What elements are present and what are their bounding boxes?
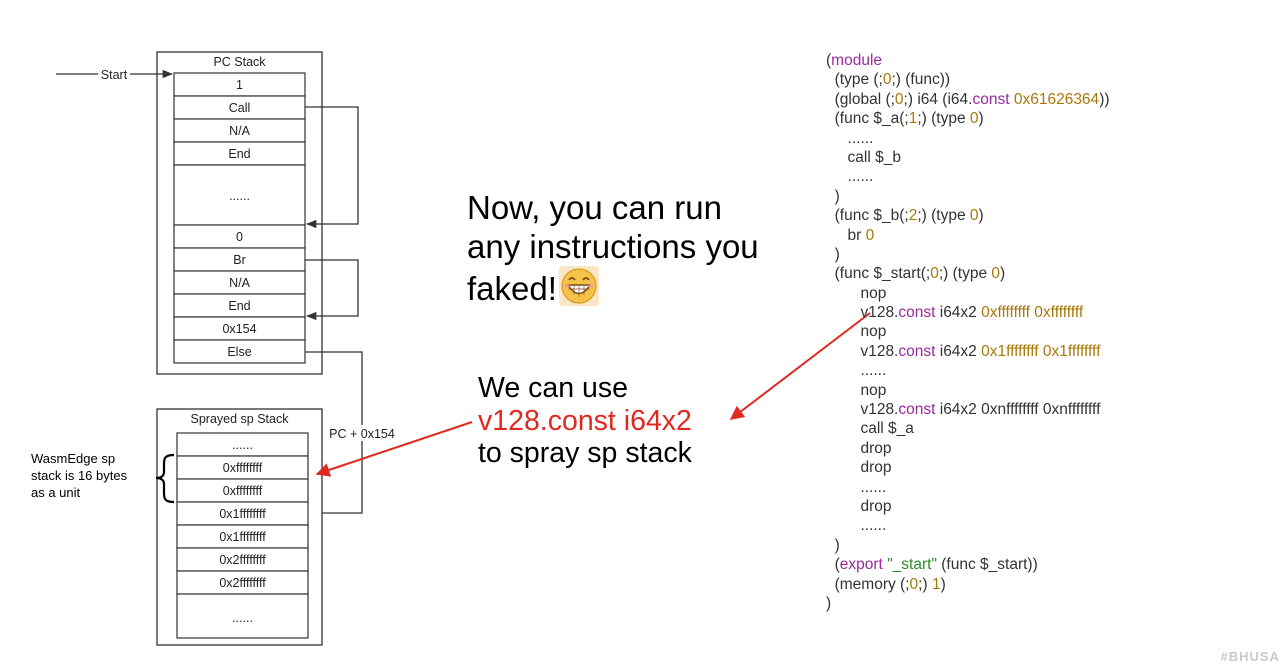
pc-stack-cell: N/A [173,270,306,295]
code-line: ...... [826,168,874,186]
sp-cell-text: 0x1ffffffff [219,530,266,544]
code-line: drop [826,459,892,477]
code-line: (type (;0;) (func)) [826,71,951,89]
code-line: drop [826,439,892,457]
code-line: ) [826,536,840,554]
sp-cell-text: 0xffffffff [223,484,263,498]
code-line: v128.const i64x2 0x1ffffffff 0x1ffffffff [826,342,1101,360]
code-line: v128.const i64x2 0xffffffff 0xffffffff [826,304,1084,322]
pc-cell-text: End [228,299,250,313]
conference-watermark: #BHUSA [1220,649,1280,664]
code-line: ...... [826,129,874,147]
code-line: (memory (;0;) 1) [826,575,946,593]
code-line: ) [826,594,832,612]
pc-stack-cell: End [173,293,306,318]
code-line: v128.const i64x2 0xnffffffff 0xnffffffff [826,401,1101,419]
sp-cell-text: 0x2ffffffff [219,576,266,590]
spray-note: We can use v128.const i64x2 to spray sp … [478,372,778,470]
pc-cell-text: N/A [229,276,251,290]
code-line: nop [826,284,887,302]
pc-stack: PC Stack 1 Call N/A End ...... 0 Br [156,51,323,375]
code-line: (global (;0;) i64 (i64.const 0x61626364)… [826,90,1110,108]
headline-line-last: faked! [467,266,807,309]
code-line: ) [826,187,840,205]
sp-stack-cell: 0xffffffff [176,478,309,503]
pc-stack-cell: 0x154 [173,316,306,341]
code-line: (func $_b(;2;) (type 0) [826,207,984,225]
code-line: drop [826,497,892,515]
code-line: ...... [826,478,887,496]
unit-brace [155,453,175,504]
code-line: nop [826,381,887,399]
start-arrow: Start [56,67,174,82]
spray-line: to spray sp stack [478,437,692,469]
pc-stack-cell: End [173,141,306,166]
pc-stack-cell: Call [173,95,306,120]
pc-stack-cell: Br [173,247,306,272]
pc-stack-title: PC Stack [213,55,266,69]
pc-cell-text: Br [233,253,246,267]
headline-line: any instructions you [467,227,759,265]
sp-cell-text: ...... [232,438,253,452]
pc-stack-cell: 1 [173,72,306,97]
sp-note-line: as a unit [31,485,81,500]
pc-cell-text: End [228,147,250,161]
sp-unit-note: WasmEdge sp stack is 16 bytes as a unit [31,451,128,500]
code-line: br 0 [826,226,875,244]
sp-cell-text: ...... [232,611,253,625]
pc-cell-text: ...... [229,189,250,203]
pc-cell-text: Else [227,345,251,359]
spray-instruction: v128.const i64x2 [478,404,692,437]
code-to-note-arrow [729,312,871,420]
sp-stack-cell: ...... [176,432,309,457]
code-line: ...... [826,517,887,535]
pc-cell-text: 1 [236,78,243,92]
sp-cell-text: 0xffffffff [223,461,263,475]
headline-line: Now, you can run [467,189,722,226]
code-line: call $_b [826,148,901,166]
grinning-face-icon [558,266,599,306]
sprayed-sp-stack: Sprayed sp Stack ...... 0xffffffff 0xfff… [156,408,323,646]
code-line: (func $_a(;1;) (type 0) [826,110,984,128]
headline-line: faked! [467,270,557,307]
sp-stack-cell: 0x2ffffffff [176,570,309,595]
br-jump-arrow [305,259,359,321]
pc-cell-text: 0x154 [222,322,256,336]
code-line: call $_a [826,420,914,438]
sp-stack-title: Sprayed sp Stack [191,412,290,426]
code-line: (module [826,52,883,69]
pc-stack-cell: ...... [173,164,306,226]
spray-to-stack-arrow [315,421,473,477]
code-line: ...... [826,362,887,380]
headline: Now, you can run any instructions you fa… [467,189,807,309]
code-line: (func $_start(;0;) (type 0) [826,265,1006,283]
code-line: (export "_start" (func $_start)) [826,556,1038,574]
sp-note-line: WasmEdge sp [31,451,115,466]
sp-stack-cell: 0xffffffff [176,455,309,480]
pc-cell-text: N/A [229,124,251,138]
pc-stack-cell: Else [173,339,306,364]
sp-stack-cell: 0x1ffffffff [176,501,309,526]
start-label: Start [101,68,128,82]
sp-stack-cell: ...... [176,593,309,639]
pc-stack-cell: N/A [173,118,306,143]
call-jump-arrow [305,106,359,229]
wat-code-listing: (module (type (;0;) (func)) (global (;0;… [826,51,1266,613]
pc-cell-text: 0 [236,230,243,244]
jump-offset-label: PC + 0x154 [329,427,395,441]
code-line: nop [826,323,887,341]
sp-cell-text: 0x1ffffffff [219,507,266,521]
code-line: ) [826,245,840,263]
sp-note-line: stack is 16 bytes [31,468,128,483]
sp-cell-text: 0x2ffffffff [219,553,266,567]
spray-line: We can use [478,372,628,404]
sp-stack-cell: 0x2ffffffff [176,547,309,572]
pc-stack-cell: 0 [173,224,306,249]
pc-cell-text: Call [229,101,251,115]
sp-stack-cell: 0x1ffffffff [176,524,309,549]
